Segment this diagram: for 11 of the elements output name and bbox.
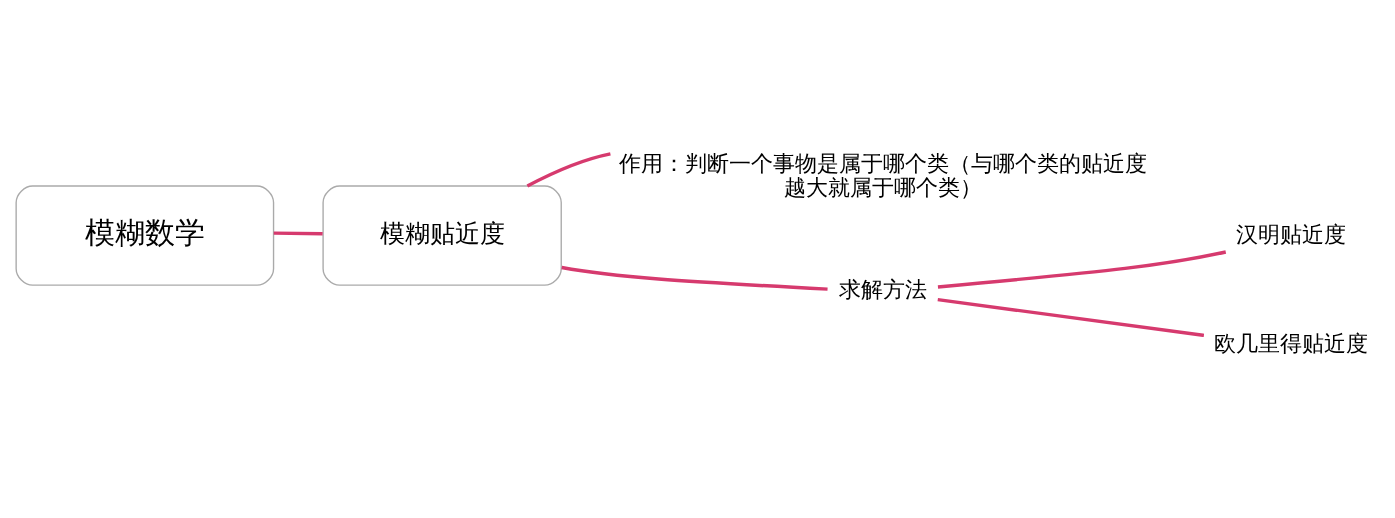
node-box: 模糊数学 <box>15 185 275 286</box>
connector <box>937 297 1205 338</box>
node-box: 模糊贴近度 <box>322 185 562 286</box>
node-text: 求解方法 <box>838 277 927 303</box>
node-text: 汉明贴近度 <box>1236 222 1347 248</box>
connector <box>526 152 611 188</box>
node-text: 作用：判断一个事物是属于哪个类（与哪个类的贴近度越大就属于哪个类） <box>618 150 1147 201</box>
connector <box>273 231 323 236</box>
node-text: 欧几里得贴近度 <box>1214 330 1369 356</box>
connector <box>937 250 1227 289</box>
connector <box>561 265 828 291</box>
